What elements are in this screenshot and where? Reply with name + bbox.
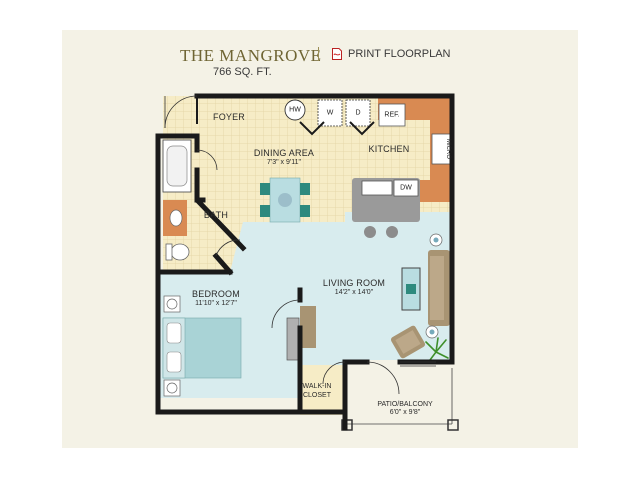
closet-floor [300, 365, 345, 415]
plant [425, 337, 449, 361]
room-label-closet: WALK-IN CLOSET [297, 381, 337, 400]
room-name-patio: PATIO/BALCONY [377, 401, 433, 408]
room-label-bedroom: BEDROOM 11'10" x 12'7" [192, 289, 240, 307]
room-label-foyer: FOYER [213, 112, 245, 122]
armchair [390, 325, 426, 359]
refrigerator [378, 103, 406, 127]
room-label-dining: DINING AREA 7'3" x 9'11" [254, 148, 314, 166]
header-divider [318, 47, 319, 61]
room-name-bath: BATH [203, 210, 229, 220]
room-label-living: LIVING ROOM 14'2" x 14'0" [323, 278, 385, 296]
fixture-label-hw: HW [289, 106, 301, 114]
door-swings [164, 95, 436, 395]
fixture-label-ref: REF. [384, 111, 400, 119]
room-dims-dining: 7'3" x 9'11" [267, 159, 301, 166]
fixture-label-washer: W [326, 109, 334, 117]
floorplan-title: THE MANGROVE [180, 46, 322, 65]
room-label-bath: BATH [204, 210, 228, 220]
room-name-living: LIVING ROOM [322, 278, 386, 288]
patio-floor [345, 365, 453, 425]
fixture-label-dw: DW [400, 184, 412, 192]
bar-stool [386, 226, 398, 238]
dining-chair [260, 183, 270, 195]
print-floorplan-button[interactable]: PRINT FLOORPLAN [332, 46, 451, 62]
room-name-foyer: FOYER [212, 112, 246, 122]
room-label-kitchen: KITCHEN [369, 144, 410, 154]
fixture-label-micro: MICRO [445, 139, 451, 159]
dishwasher [393, 179, 419, 197]
patio-railing [345, 368, 453, 425]
dryer [345, 99, 371, 127]
room-dims-bedroom: 11'10" x 12'7" [195, 300, 237, 307]
room-dims-living: 14'2" x 14'0" [334, 289, 374, 296]
kitchen-cabinets [378, 96, 452, 202]
toilet [170, 243, 190, 261]
sink [361, 180, 393, 196]
room-name-bedroom: BEDROOM [192, 289, 240, 299]
water-heater [284, 99, 306, 121]
room-label-patio: PATIO/BALCONY 6'0" x 9'8" [377, 400, 432, 416]
bar-stool [364, 226, 376, 238]
dresser [286, 317, 300, 361]
dining-chair [300, 205, 310, 217]
room-name-dining: DINING AREA [253, 148, 315, 158]
room-name-kitchen: KITCHEN [368, 144, 410, 154]
tv-stand [300, 306, 316, 348]
washer [317, 99, 343, 127]
pdf-icon [332, 48, 342, 60]
print-floorplan-label: PRINT FLOORPLAN [348, 48, 451, 60]
dining-chair [260, 205, 270, 217]
room-name-closet: WALK-IN CLOSET [302, 383, 332, 399]
square-footage: 766 SQ. FT. [213, 66, 272, 78]
dining-centerpiece [278, 193, 292, 207]
dining-chair [300, 183, 310, 195]
room-dims-patio: 6'0" x 9'8" [389, 409, 421, 416]
fixture-label-dryer: D [355, 109, 361, 117]
